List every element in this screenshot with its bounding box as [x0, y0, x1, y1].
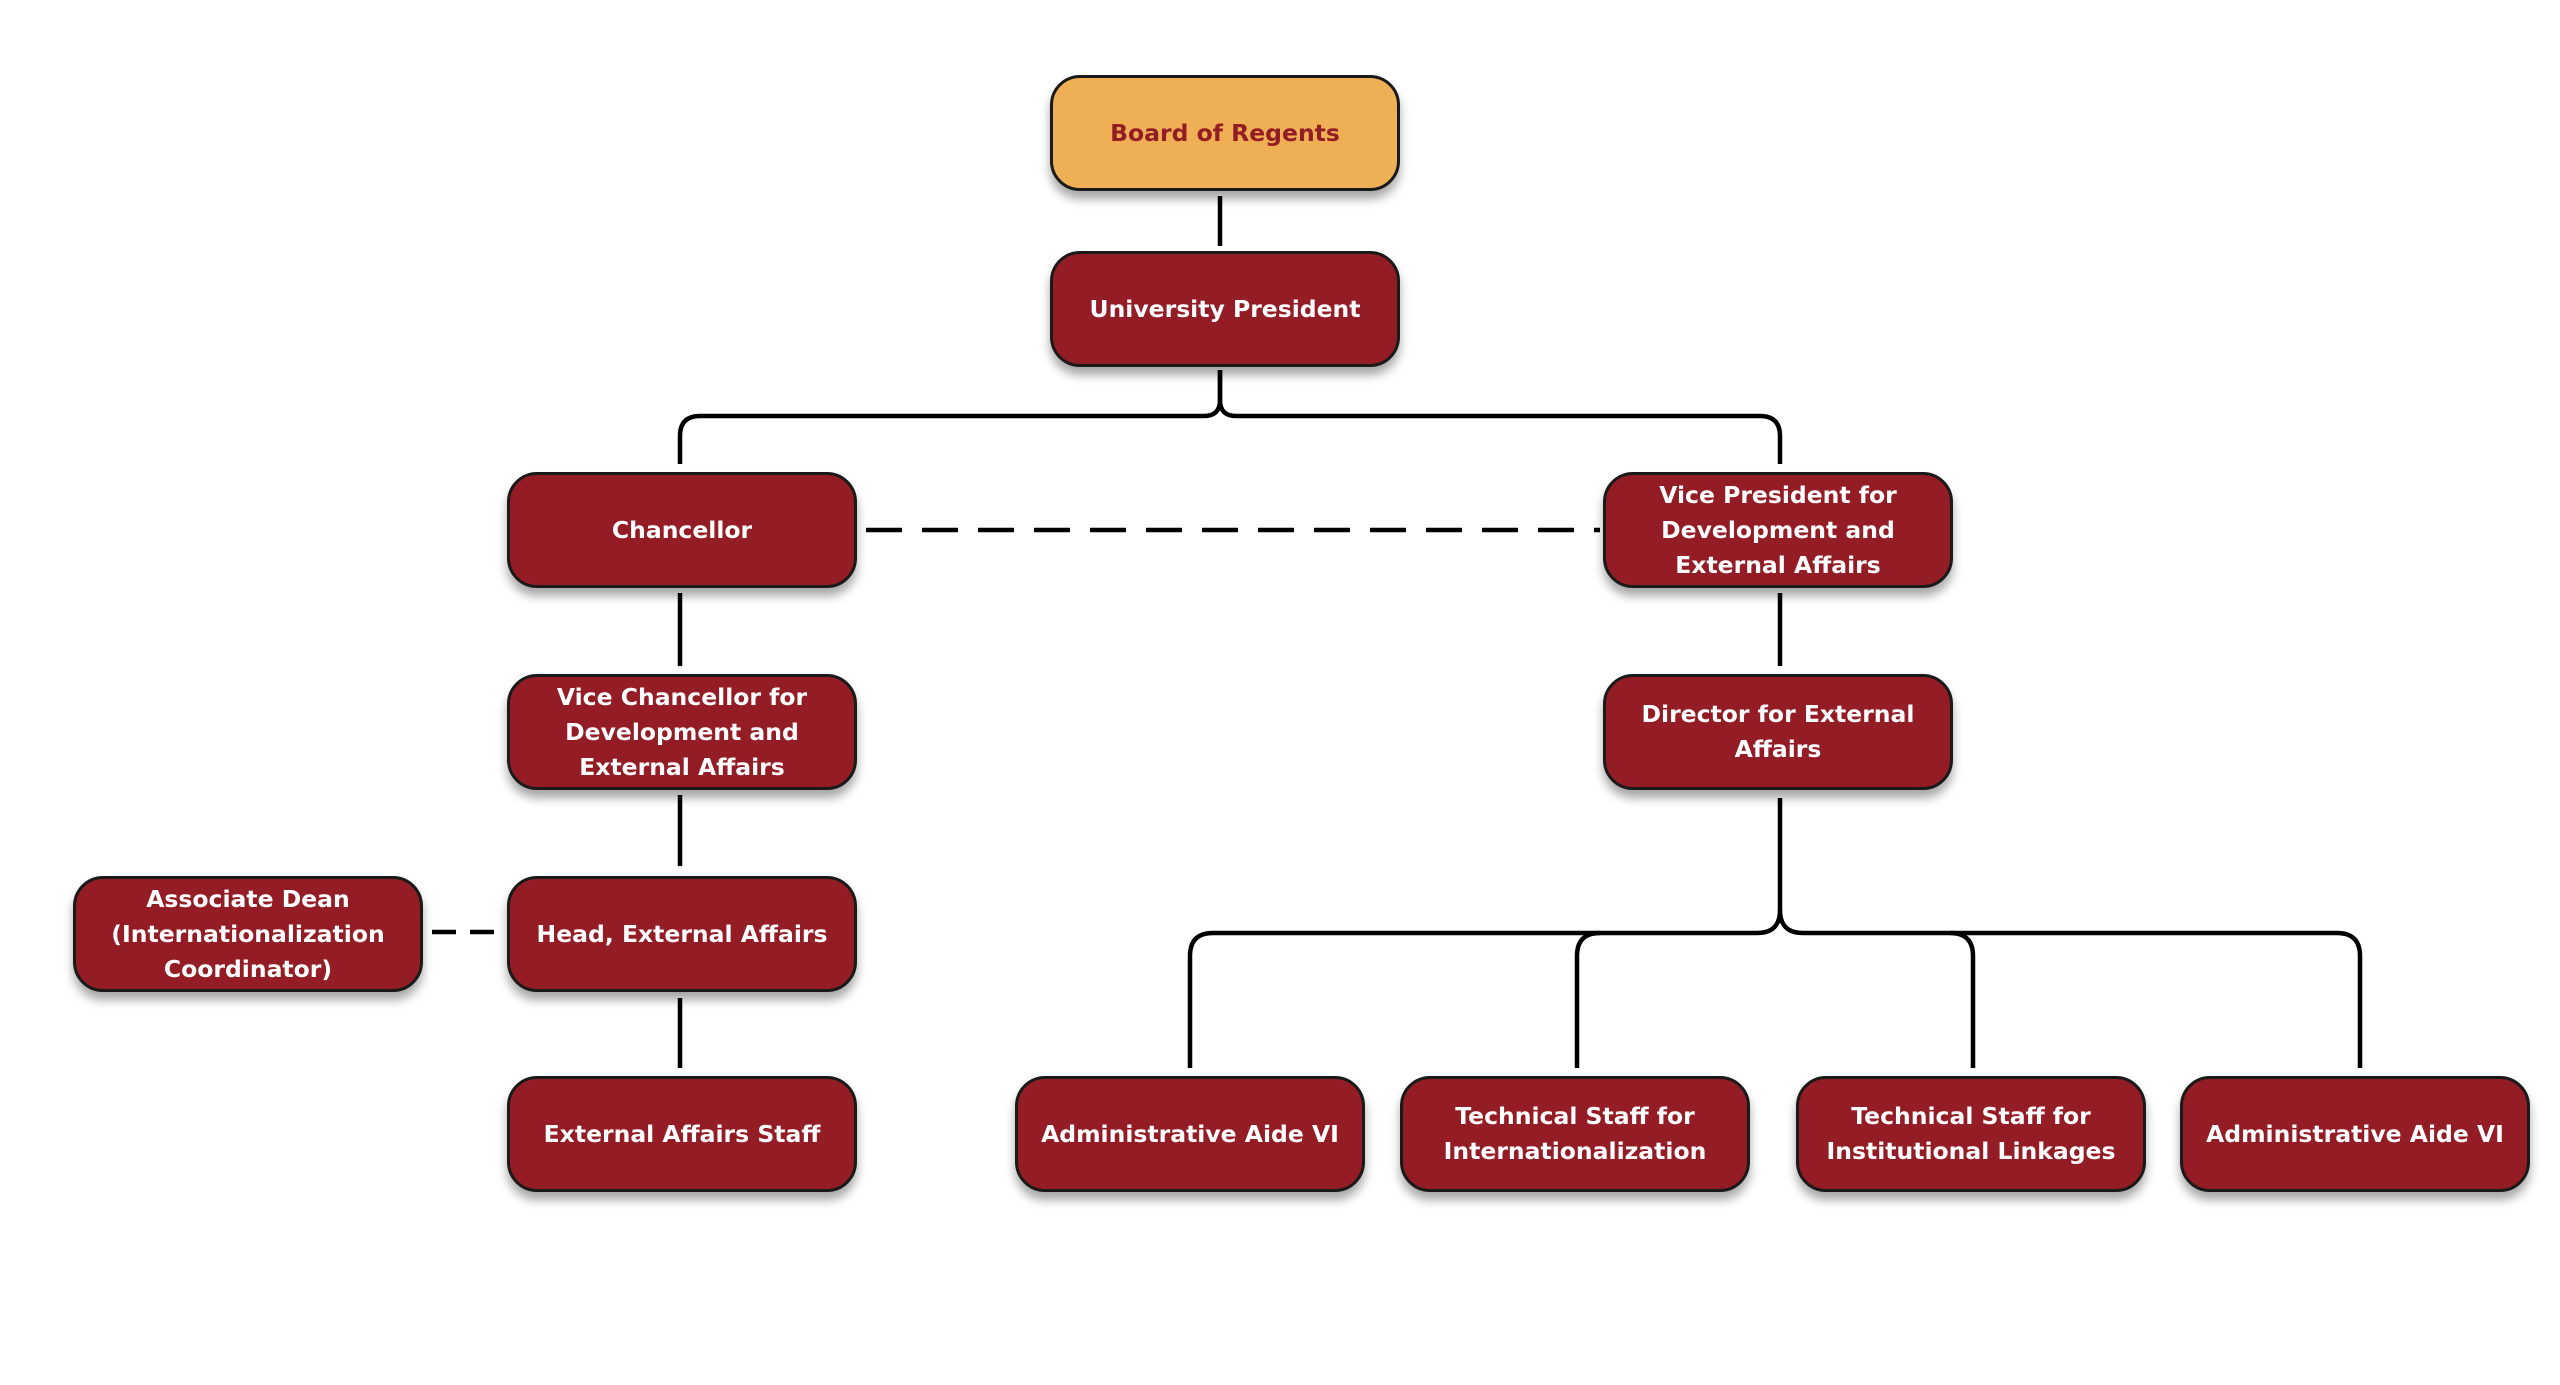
node-vp-development-external-affairs-label: Vice President for Development and Exter… — [1659, 480, 1897, 579]
node-administrative-aide-vi-1: Administrative Aide VI — [1015, 1076, 1365, 1192]
node-board-of-regents: Board of Regents — [1050, 75, 1400, 191]
node-university-president: University President — [1050, 251, 1400, 367]
node-director-external-affairs-label: Director for External Affairs — [1641, 700, 1915, 763]
node-technical-staff-institutional-linkages: Technical Staff for Institutional Linkag… — [1796, 1076, 2146, 1192]
connector-president-chancellor — [677, 370, 1223, 464]
node-administrative-aide-vi-2: Administrative Aide VI — [2180, 1076, 2530, 1192]
connector-director-fork-right — [1777, 909, 2363, 1068]
node-technical-staff-institutional-linkages-label: Technical Staff for Institutional Linkag… — [1826, 1102, 2116, 1165]
connector-director-fork — [1187, 798, 1783, 1068]
node-chancellor: Chancellor — [507, 472, 857, 588]
node-associate-dean: Associate Dean (Internationalization Coo… — [73, 876, 423, 992]
node-external-affairs-staff: External Affairs Staff — [507, 1076, 857, 1192]
node-chancellor-label: Chancellor — [611, 515, 753, 544]
node-technical-staff-internationalization: Technical Staff for Internationalization — [1400, 1076, 1750, 1192]
connector-president-vp — [1217, 370, 1783, 464]
node-vice-chancellor-development-external-affairs: Vice Chancellor for Development and Exte… — [507, 674, 857, 790]
connector-director-tech-intl — [1574, 930, 1601, 1068]
node-head-external-affairs: Head, External Affairs — [507, 876, 857, 992]
node-administrative-aide-vi-2-label: Administrative Aide VI — [2206, 1119, 2504, 1148]
node-head-external-affairs-label: Head, External Affairs — [536, 919, 828, 948]
node-administrative-aide-vi-1-label: Administrative Aide VI — [1041, 1119, 1339, 1148]
node-external-affairs-staff-label: External Affairs Staff — [543, 1119, 821, 1148]
node-associate-dean-label: Associate Dean (Internationalization Coo… — [111, 884, 385, 983]
node-technical-staff-internationalization-label: Technical Staff for Internationalization — [1443, 1102, 1707, 1165]
node-university-president-label: University President — [1089, 294, 1361, 323]
node-board-of-regents-label: Board of Regents — [1110, 118, 1340, 147]
node-vice-chancellor-development-external-affairs-label: Vice Chancellor for Development and Exte… — [556, 682, 808, 781]
node-vp-development-external-affairs: Vice President for Development and Exter… — [1603, 472, 1953, 588]
connector-director-tech-link — [1949, 930, 1976, 1068]
node-director-external-affairs: Director for External Affairs — [1603, 674, 1953, 790]
